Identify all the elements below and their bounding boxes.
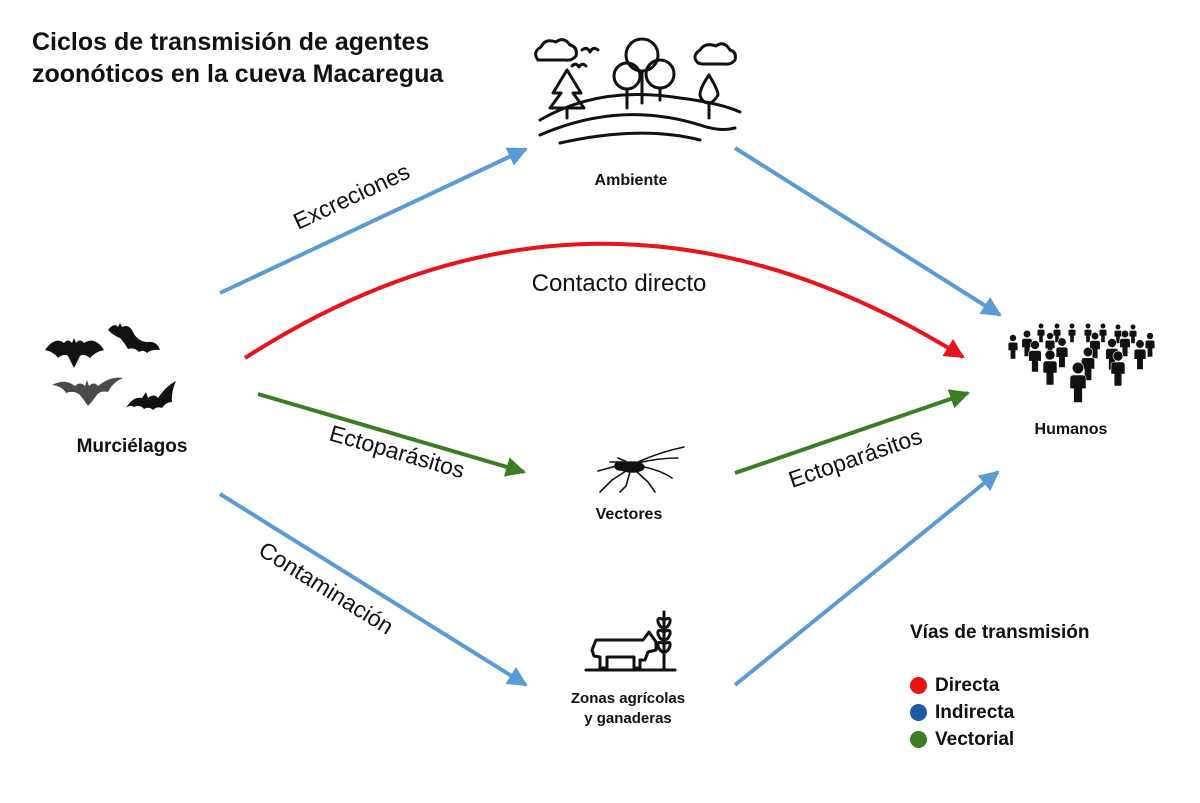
person-icon: [1081, 346, 1095, 381]
arrow-ectoparasitos-2: [734, 389, 970, 475]
legend: Vías de transmisión Directa Indirecta Ve…: [910, 622, 1090, 753]
edge-label-excreciones: Excreciones: [289, 158, 414, 235]
crowd-icon: [1007, 322, 1156, 403]
person-icon: [1128, 323, 1138, 344]
legend-dot-vectorial: [910, 731, 927, 748]
diagram-title: Ciclos de transmisión de agentes zoonóti…: [32, 26, 443, 90]
title-line-1: Ciclos de transmisión de agentes: [32, 28, 430, 56]
legend-dot-directa: [910, 677, 927, 694]
person-icon: [1067, 322, 1077, 343]
person-icon: [1119, 329, 1131, 357]
arrow-ambiente-humanos: [733, 146, 1002, 317]
edge-label-contacto-directo: Contacto directo: [532, 270, 707, 297]
person-icon: [1083, 322, 1093, 343]
arrow-contaminacion: [218, 492, 528, 687]
node-label-humans: Humanos: [1035, 421, 1108, 438]
person-icon: [1098, 322, 1108, 343]
title-line-2: zoonóticos en la cueva Macaregua: [32, 60, 444, 88]
person-icon: [1144, 332, 1156, 358]
person-icon: [1110, 350, 1126, 387]
cow-wheat-icon: [584, 610, 677, 672]
arrow-ectoparasitos-1: [257, 392, 526, 477]
node-label-farms-line1: Zonas agrícolas: [571, 690, 685, 707]
arrow-contacto-directo: [243, 241, 965, 360]
person-icon: [1042, 349, 1058, 386]
person-icon: [1055, 337, 1069, 368]
legend-label-indirecta: Indirecta: [935, 701, 1015, 723]
node-label-farms-line2: y ganaderas: [584, 710, 672, 727]
legend-item-indirecta: Indirecta: [910, 699, 1090, 726]
legend-item-directa: Directa: [910, 672, 1090, 699]
arrow-zonas-humanos: [733, 470, 1000, 687]
node-label-bats: Murciélagos: [77, 436, 188, 457]
legend-item-vectorial: Vectorial: [910, 726, 1090, 753]
edge-label-contaminacion: Contaminación: [254, 536, 398, 639]
legend-label-directa: Directa: [935, 674, 1000, 696]
person-icon: [1021, 329, 1033, 357]
arrow-excreciones: [219, 147, 528, 295]
bats-icon: [45, 323, 176, 410]
person-icon: [1069, 361, 1087, 403]
legend-label-vectorial: Vectorial: [935, 728, 1015, 750]
legend-dot-indirecta: [910, 704, 927, 721]
person-icon: [1028, 340, 1042, 373]
mosquito-icon: [597, 446, 685, 493]
person-icon: [1007, 334, 1019, 360]
person-icon: [1036, 322, 1046, 343]
node-label-vectors: Vectores: [596, 506, 663, 523]
edge-label-ectoparasitos-1: Ectoparásitos: [327, 420, 468, 483]
landscape-icon: [534, 37, 742, 145]
node-label-environment: Ambiente: [595, 172, 668, 189]
person-icon: [1133, 339, 1147, 370]
legend-title: Vías de transmisión: [910, 622, 1090, 643]
